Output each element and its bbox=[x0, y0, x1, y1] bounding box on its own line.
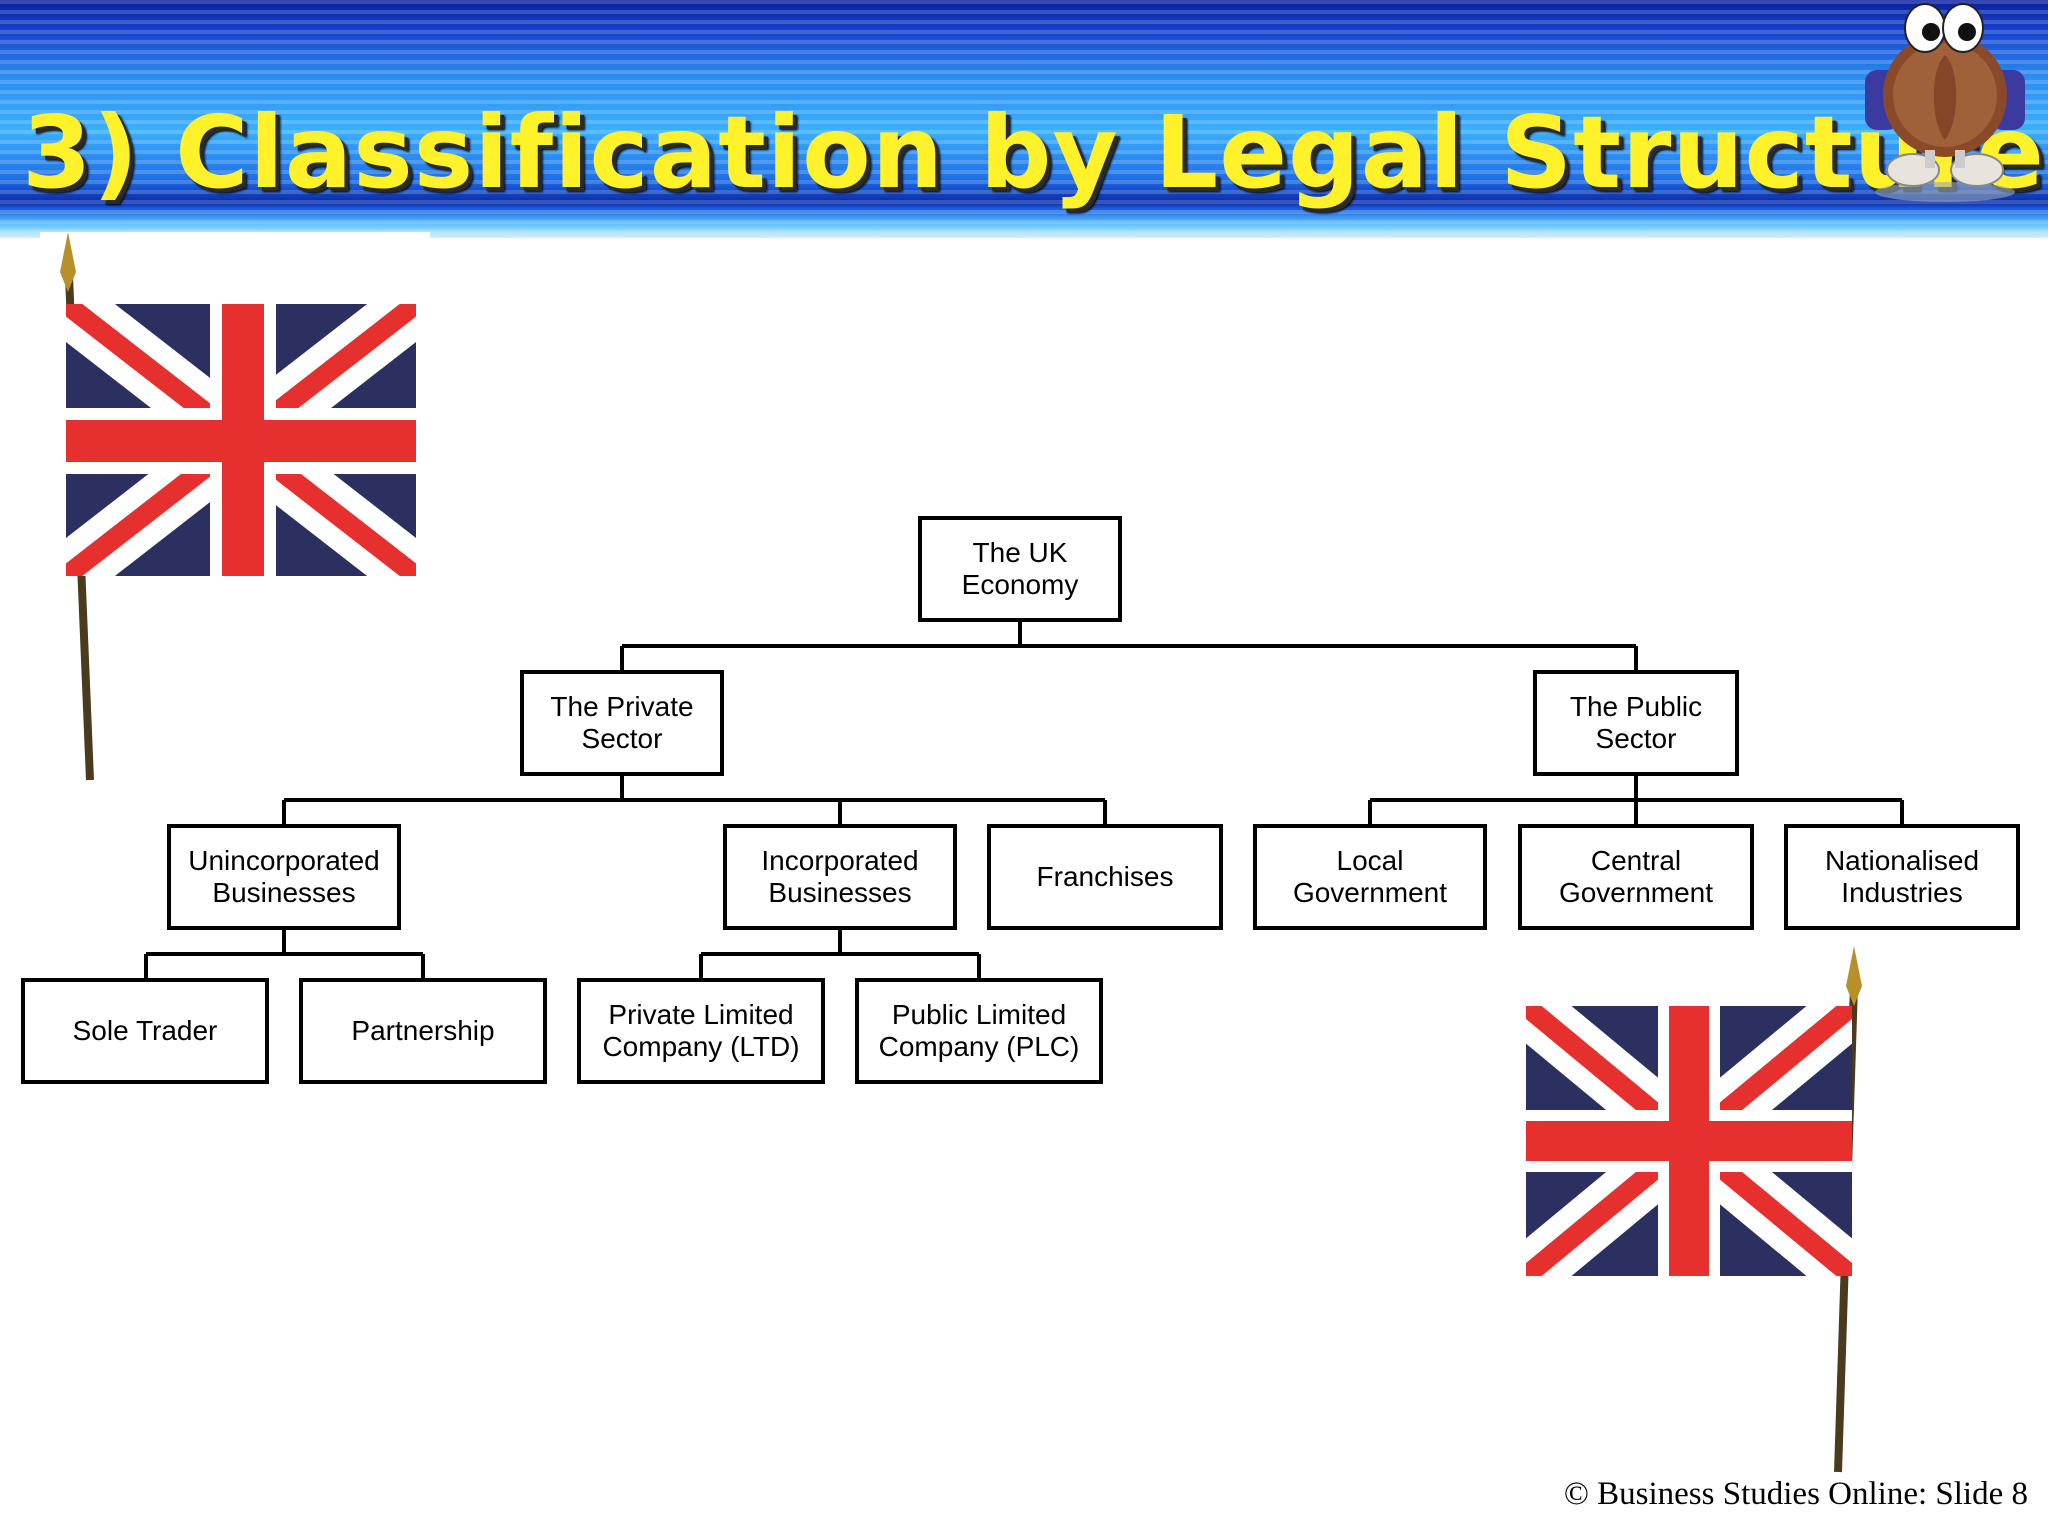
node-nationalised-industries: Nationalised Industries bbox=[1784, 824, 2020, 930]
node-uk-economy: The UK Economy bbox=[918, 516, 1122, 622]
node-franchises: Franchises bbox=[987, 824, 1223, 930]
coin-mascot-icon bbox=[1865, 3, 2025, 202]
slide-footer: © Business Studies Online: Slide 8 bbox=[1563, 1476, 2028, 1512]
header-banner bbox=[0, 0, 2048, 238]
union-flag-right-icon bbox=[1520, 946, 1900, 1476]
node-incorporated-businesses: Incorporated Businesses bbox=[723, 824, 957, 930]
node-partnership: Partnership bbox=[299, 978, 547, 1084]
union-flag-left-icon bbox=[40, 232, 430, 792]
node-private-limited-company: Private Limited Company (LTD) bbox=[577, 978, 825, 1084]
node-unincorporated-businesses: Unincorporated Businesses bbox=[167, 824, 401, 930]
node-sole-trader: Sole Trader bbox=[21, 978, 269, 1084]
node-private-sector: The Private Sector bbox=[520, 670, 724, 776]
node-local-government: Local Government bbox=[1253, 824, 1487, 930]
node-central-government: Central Government bbox=[1518, 824, 1754, 930]
node-public-sector: The Public Sector bbox=[1533, 670, 1739, 776]
node-public-limited-company: Public Limited Company (PLC) bbox=[855, 978, 1103, 1084]
